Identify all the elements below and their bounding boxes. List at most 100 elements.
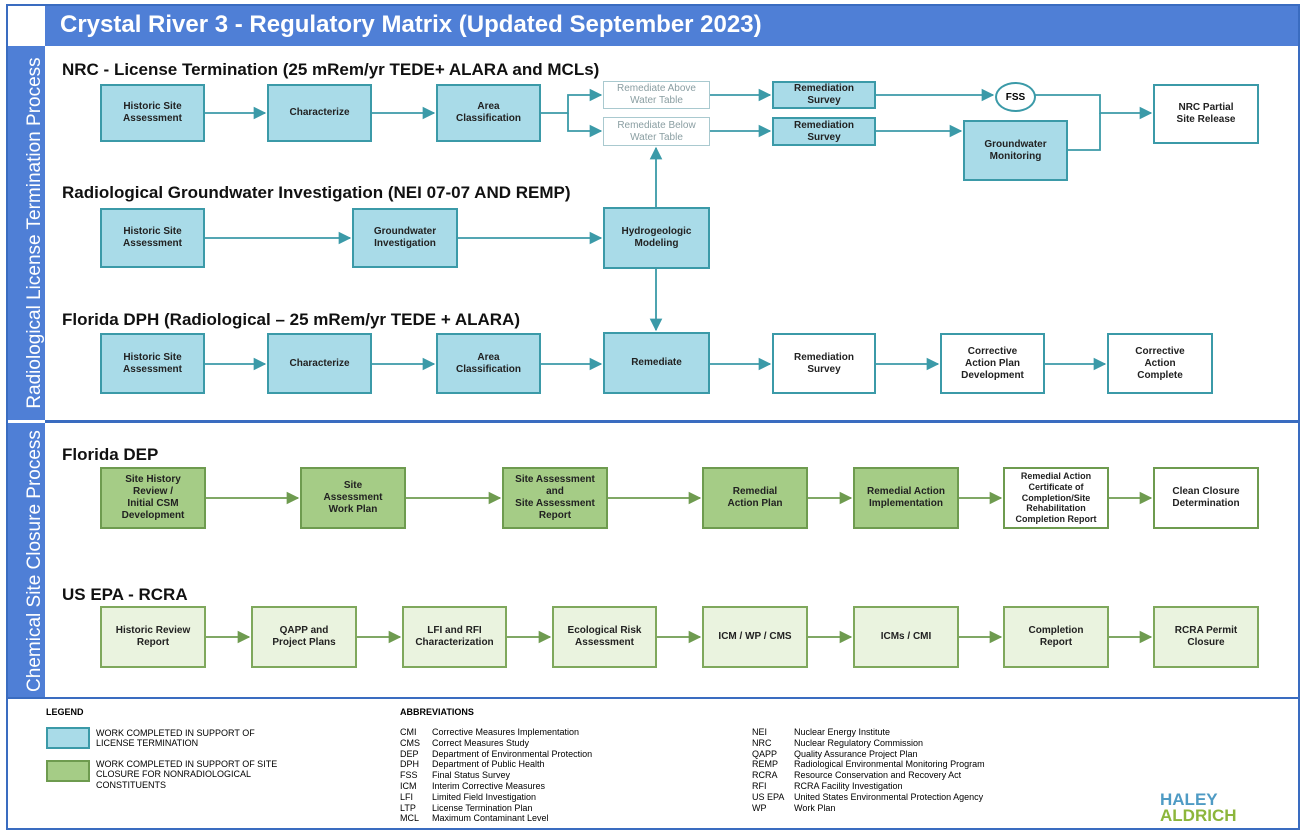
box-clean-closure-determination: Clean Closure Determination — [1153, 467, 1259, 529]
abbreviation-definition: Maximum Contaminant Level — [432, 813, 549, 824]
side-bar-chemical — [8, 423, 45, 697]
diagram-frame — [6, 4, 1300, 830]
box-historic-site-assessment: Historic Site Assessment — [100, 84, 205, 142]
section-separator — [45, 420, 1298, 423]
abbreviation-code: FSS — [400, 770, 418, 781]
process-title-fdph: Florida DPH (Radiological – 25 mRem/yr T… — [62, 310, 520, 329]
box-remediation-survey: Remediation Survey — [772, 333, 876, 394]
box-area-classification: Area Classification — [436, 333, 541, 394]
abbreviation-row: NEI Nuclear Energy Institute — [752, 727, 890, 737]
abbreviation-code: DEP — [400, 748, 419, 759]
abbreviation-row: US EPA United States Environmental Protec… — [752, 792, 983, 802]
fss-circle: FSS — [995, 82, 1036, 112]
box-site-history-review: Site History Review / Initial CSM Develo… — [100, 467, 206, 529]
arrow — [567, 113, 603, 138]
box-icm-wp-cms: ICM / WP / CMS — [702, 606, 808, 668]
box-groundwater-investigation: Groundwater Investigation — [352, 208, 458, 268]
abbreviation-code: LTP — [400, 802, 416, 813]
abbreviation-definition: Interim Corrective Measures — [432, 781, 546, 791]
box-site-assessment-work-plan: Site Assessment Work Plan — [300, 467, 406, 529]
abbreviation-code: NEI — [752, 727, 768, 737]
abbreviation-row: LTP License Termination Plan — [400, 803, 532, 813]
arrow — [541, 88, 603, 114]
legend-separator — [8, 697, 1298, 699]
abbreviation-definition: Correct Measures Study — [432, 737, 530, 748]
abbreviation-definition: Quality Assurance Project Plan — [794, 748, 918, 759]
abbreviation-row: CMI Corrective Measures Implementation — [400, 727, 579, 737]
abbreviation-code: RFI — [752, 781, 767, 791]
legend-swatch-green — [46, 760, 90, 782]
box-remedial-action-implementation: Remedial Action Implementation — [853, 467, 959, 529]
title-bar — [45, 6, 1298, 46]
box-area-classification: Area Classification — [436, 84, 541, 142]
abbreviation-code: REMP — [752, 759, 779, 770]
box-remedial-action-certificate: Remedial Action Certificate of Completio… — [1003, 467, 1109, 529]
abbreviation-definition: Work Plan — [794, 802, 836, 813]
box-remediate-above-water-table: Remediate Above Water Table — [603, 81, 710, 109]
box-remediate-below-water-table: Remediate Below Water Table — [603, 117, 710, 146]
process-title-fdep: Florida DEP — [62, 445, 159, 464]
arrow — [1068, 113, 1101, 151]
box-historic-site-assessment: Historic Site Assessment — [100, 333, 205, 394]
box-groundwater-monitoring: Groundwater Monitoring — [963, 120, 1068, 181]
abbreviation-code: RCRA — [752, 770, 778, 781]
abbreviation-row: ICM Interim Corrective Measures — [400, 781, 545, 791]
abbreviation-definition: Department of Public Health — [432, 759, 545, 770]
box-lfi-rfi-characterization: LFI and RFI Characterization — [402, 606, 507, 668]
abbreviation-code: QAPP — [752, 748, 778, 759]
abbreviation-definition: Limited Field Investigation — [432, 791, 537, 802]
box-historic-review-report: Historic Review Report — [100, 606, 206, 668]
box-remediation-survey-above: Remediation Survey — [772, 81, 876, 109]
abbreviation-definition: Resource Conservation and Recovery Act — [794, 770, 962, 781]
abbreviation-code: CMI — [400, 727, 417, 737]
abbreviation-definition: Corrective Measures Implementation — [432, 727, 580, 737]
box-completion-report: Completion Report — [1003, 606, 1109, 668]
abbreviation-code: CMS — [400, 737, 420, 748]
box-remediation-survey-below: Remediation Survey — [772, 117, 876, 146]
abbreviation-code: MCL — [400, 813, 420, 824]
box-hydrogeologic-modeling: Hydrogeologic Modeling — [603, 207, 710, 269]
abbreviation-definition: License Termination Plan — [432, 802, 533, 813]
box-qapp-project-plans: QAPP and Project Plans — [251, 606, 357, 668]
abbreviation-code: US EPA — [752, 791, 785, 802]
abbreviation-row: CMS Correct Measures Study — [400, 738, 529, 748]
abbreviation-row: DEP Department of Environmental Protectio… — [400, 749, 592, 759]
abbreviation-row: DPH Department of Public Health — [400, 759, 545, 769]
abbreviation-row: RFI RCRA Facility Investigation — [752, 781, 903, 791]
abbreviation-row: MCL Maximum Contaminant Level — [400, 813, 549, 823]
haley-aldrich-logo: HALEY ALDRICH — [1160, 790, 1237, 826]
abbreviation-definition: Final Status Survey — [432, 770, 511, 781]
legend-swatch-blue — [46, 727, 90, 749]
box-remediate: Remediate — [603, 332, 710, 394]
abbreviation-definition: Nuclear Regulatory Commission — [794, 737, 924, 748]
abbreviation-code: ICM — [400, 781, 417, 791]
side-bar-radiological — [8, 46, 45, 420]
arrow — [1033, 94, 1153, 120]
box-characterize: Characterize — [267, 84, 372, 142]
abbreviation-definition: Department of Environmental Protection — [432, 748, 593, 759]
abbreviation-row: QAPP Quality Assurance Project Plan — [752, 749, 918, 759]
box-remedial-action-plan: Remedial Action Plan — [702, 467, 808, 529]
box-characterize: Characterize — [267, 333, 372, 394]
abbreviation-code: WP — [752, 802, 767, 813]
abbreviation-code: LFI — [400, 791, 414, 802]
abbreviation-row: RCRA Resource Conservation and Recovery A… — [752, 770, 961, 780]
abbreviation-definition: Nuclear Energy Institute — [794, 727, 891, 737]
legend-text-green: WORK COMPLETED IN SUPPORT OF SITE CLOSUR… — [96, 759, 278, 790]
abbreviation-row: WP Work Plan — [752, 803, 835, 813]
process-title-epa: US EPA - RCRA — [62, 585, 188, 604]
process-title-nrc: NRC - License Termination (25 mRem/yr TE… — [62, 60, 600, 79]
abbreviation-row: FSS Final Status Survey — [400, 770, 510, 780]
process-title-rgi: Radiological Groundwater Investigation (… — [62, 183, 571, 202]
legend-text-blue: WORK COMPLETED IN SUPPORT OF LICENSE TER… — [96, 728, 255, 749]
box-historic-site-assessment: Historic Site Assessment — [100, 208, 205, 268]
abbreviation-code: DPH — [400, 759, 420, 770]
box-rcra-permit-closure: RCRA Permit Closure — [1153, 606, 1259, 668]
legend-title: LEGEND — [46, 707, 84, 717]
abbreviation-definition: United States Environmental Protection A… — [794, 791, 984, 802]
box-ecological-risk-assessment: Ecological Risk Assessment — [552, 606, 657, 668]
box-nrc-partial-site-release: NRC Partial Site Release — [1153, 84, 1259, 144]
abbreviation-definition: RCRA Facility Investigation — [794, 781, 903, 791]
